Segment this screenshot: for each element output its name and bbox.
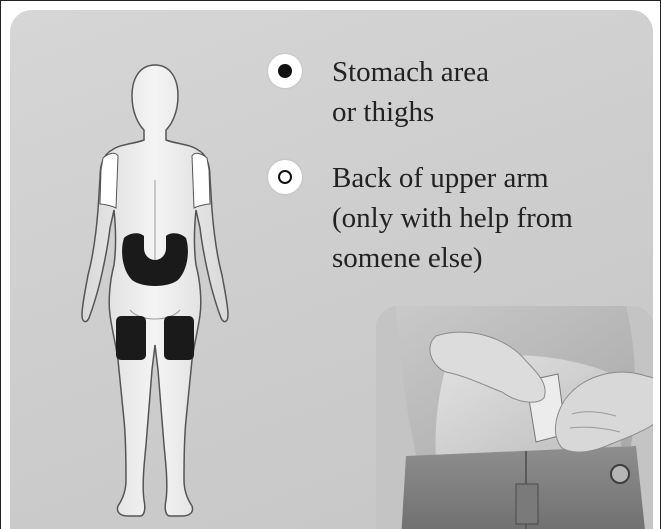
legend-line: or thighs bbox=[332, 92, 489, 132]
legend-line: Back of upper arm bbox=[332, 158, 573, 198]
legend-item-upper-arm: Back of upper arm (only with help from s… bbox=[268, 158, 573, 278]
legend-item-stomach-thighs: Stomach area or thighs bbox=[268, 52, 489, 132]
injection-sites-panel: Stomach area or thighs Back of upper arm… bbox=[10, 10, 653, 529]
injection-photo-illustration bbox=[376, 306, 653, 529]
legend-label-stomach-thighs: Stomach area or thighs bbox=[332, 52, 489, 132]
upper-arm-site-left bbox=[100, 153, 118, 208]
thigh-site-right bbox=[164, 316, 194, 360]
filled-bullet-icon bbox=[268, 54, 302, 88]
thigh-site-left bbox=[116, 316, 146, 360]
body-figure-illustration bbox=[70, 60, 240, 529]
legend-label-upper-arm: Back of upper arm (only with help from s… bbox=[332, 158, 573, 278]
legend-line: (only with help from bbox=[332, 198, 573, 238]
body-silhouette bbox=[82, 65, 228, 516]
upper-arm-site-right bbox=[192, 153, 210, 208]
legend-line: Stomach area bbox=[332, 52, 489, 92]
open-bullet-icon bbox=[268, 160, 302, 194]
legend-line: somene else) bbox=[332, 238, 573, 278]
